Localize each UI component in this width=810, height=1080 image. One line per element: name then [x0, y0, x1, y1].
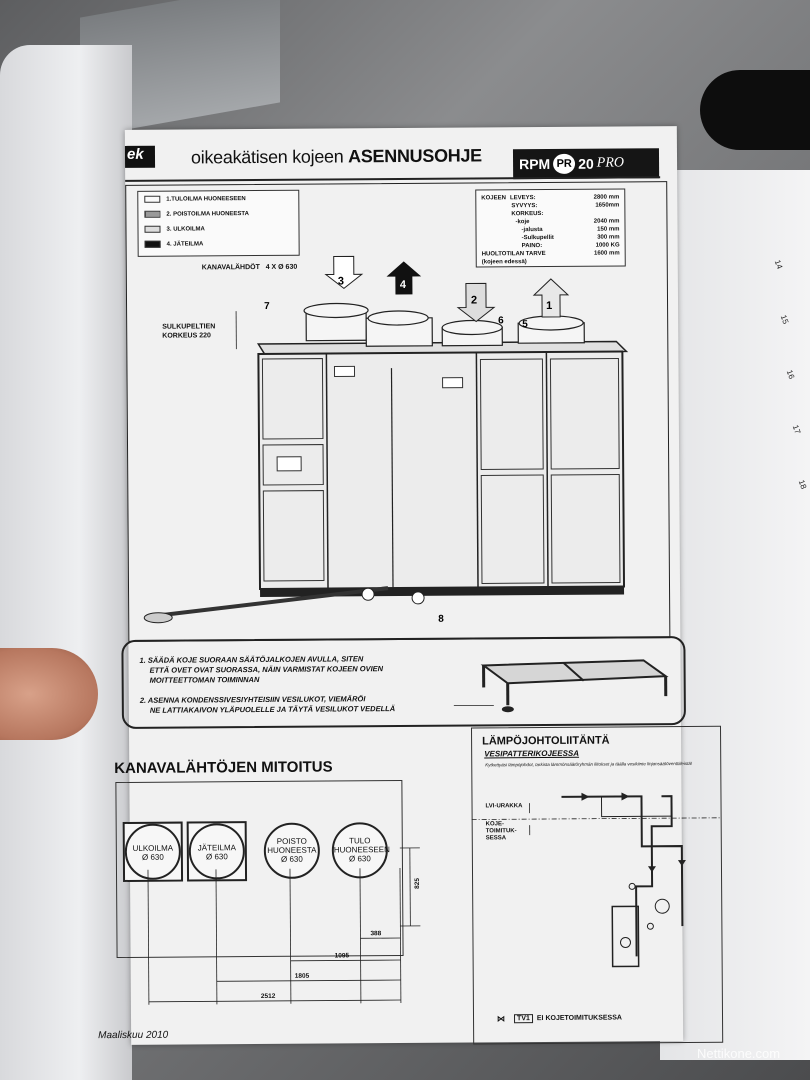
callout-8: 8 — [438, 614, 444, 625]
legend-item: 2. POISTOILMA HUONEESTA — [138, 206, 298, 222]
dimension-1805: 1805 — [294, 972, 310, 980]
callout-4: 4 — [400, 279, 407, 291]
duct-collar-4 — [365, 310, 433, 347]
unit-body — [257, 350, 626, 591]
manual-page: ek oikeakätisen kojeen ASENNUSOHJE RPM P… — [98, 126, 724, 1045]
brand-logo: ek — [124, 145, 156, 168]
model-suffix: PRO — [596, 155, 625, 171]
publication-date: Maaliskuu 2010 — [98, 1029, 169, 1042]
ruler-number: 18 — [796, 478, 809, 491]
dimension-1095: 1095 — [334, 952, 350, 960]
callout-3: 3 — [338, 275, 344, 287]
grey-arrow-icon — [144, 225, 161, 233]
background-shoe — [700, 70, 810, 150]
ruler-number: 14 — [772, 258, 785, 271]
dimension-lines — [147, 847, 421, 1005]
dimension-825: 825 — [413, 877, 422, 889]
hatched-arrow-icon — [144, 210, 161, 218]
instruction-line: NE LATTIAKAIVON YLÄPUOLELLE JA TÄYTÄ VES… — [149, 704, 396, 715]
ruler-scale: 14 15 16 17 18 — [770, 258, 810, 590]
black-arrow-icon — [144, 240, 161, 248]
callout-7: 7 — [264, 301, 270, 312]
model-pr-badge: PR — [553, 153, 576, 174]
specs-title: KOJEEN — [481, 195, 507, 202]
duct-collar-2 — [441, 319, 503, 347]
title-lower: oikeakätisen kojeen — [190, 146, 349, 168]
legend-item: 1.TULOILMA HUONEESEEN — [138, 191, 298, 207]
callout-6: 6 — [498, 315, 504, 326]
watermark: Nettikone.com — [697, 1046, 781, 1061]
instruction-line: ETTÄ OVET OVAT SUORASSA, NÄIN VARMISTAT … — [149, 664, 384, 675]
dimension-388: 388 — [370, 930, 382, 938]
thumb — [0, 648, 98, 740]
base-frame-drawing — [453, 659, 669, 713]
model-number: 20 — [578, 155, 594, 172]
callout-5: 5 — [522, 319, 528, 330]
callout-1: 1 — [546, 300, 552, 312]
piping-schematic — [471, 792, 720, 968]
model-badge: RPM PR 20 PRO — [512, 148, 660, 180]
ruler-number: 16 — [784, 368, 797, 381]
floor-drain — [143, 612, 173, 624]
ruler-number: 17 — [790, 423, 803, 436]
exhaust-air-arrow — [386, 261, 422, 295]
left-page — [0, 45, 132, 1080]
extract-air-arrow — [456, 282, 496, 323]
callout-2: 2 — [471, 294, 477, 306]
model-prefix: RPM — [519, 155, 551, 173]
heating-title: LÄMPÖJOHTOLIITÄNTÄ — [482, 734, 610, 748]
legend-item: 3. ULKOILMA — [138, 221, 298, 237]
title-upper: ASENNUSOHJE — [348, 145, 482, 167]
airflow-legend: 1.TULOILMA HUONEESEEN 2. POISTOILMA HUON… — [137, 189, 300, 257]
instruction-line: MOITTEETTOMAN TOIMINNAN — [149, 675, 260, 685]
duct-collar-1 — [517, 315, 585, 344]
duct-collar-3 — [303, 302, 369, 342]
valve-symbol-icon: ⋈ — [496, 1014, 506, 1024]
page-title: oikeakätisen kojeen ASENNUSOHJE — [191, 145, 482, 168]
dimension-2512: 2512 — [260, 992, 276, 1001]
installation-instructions: 1. SÄÄDÄ KOJE SUORAAN SÄÄTÖJALKOJEN AVUL… — [121, 636, 686, 729]
unit-drawing: 3 4 2 1 6 5 7 8 — [143, 255, 629, 625]
outdoor-air-arrow — [324, 255, 364, 290]
section-title: KANAVALÄHTÖJEN MITOITUS — [114, 758, 333, 778]
next-page-edge — [660, 170, 810, 1060]
ruler-number: 15 — [778, 313, 791, 326]
heating-subtitle: VESIPATTERIKOJEESSA — [484, 748, 580, 759]
supply-air-arrow — [532, 278, 570, 318]
white-arrow-icon — [144, 195, 161, 203]
